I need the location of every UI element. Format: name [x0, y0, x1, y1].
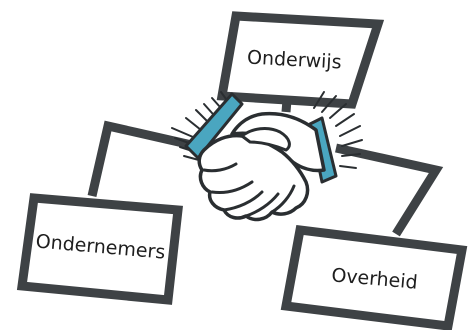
node-right: Overheid	[286, 230, 462, 326]
connector-left-branch	[92, 126, 205, 196]
handshake-icon	[172, 92, 362, 219]
node-top: Onderwijs	[222, 16, 378, 104]
node-left: Ondernemers	[22, 198, 178, 300]
connector-right-branch	[336, 148, 436, 234]
